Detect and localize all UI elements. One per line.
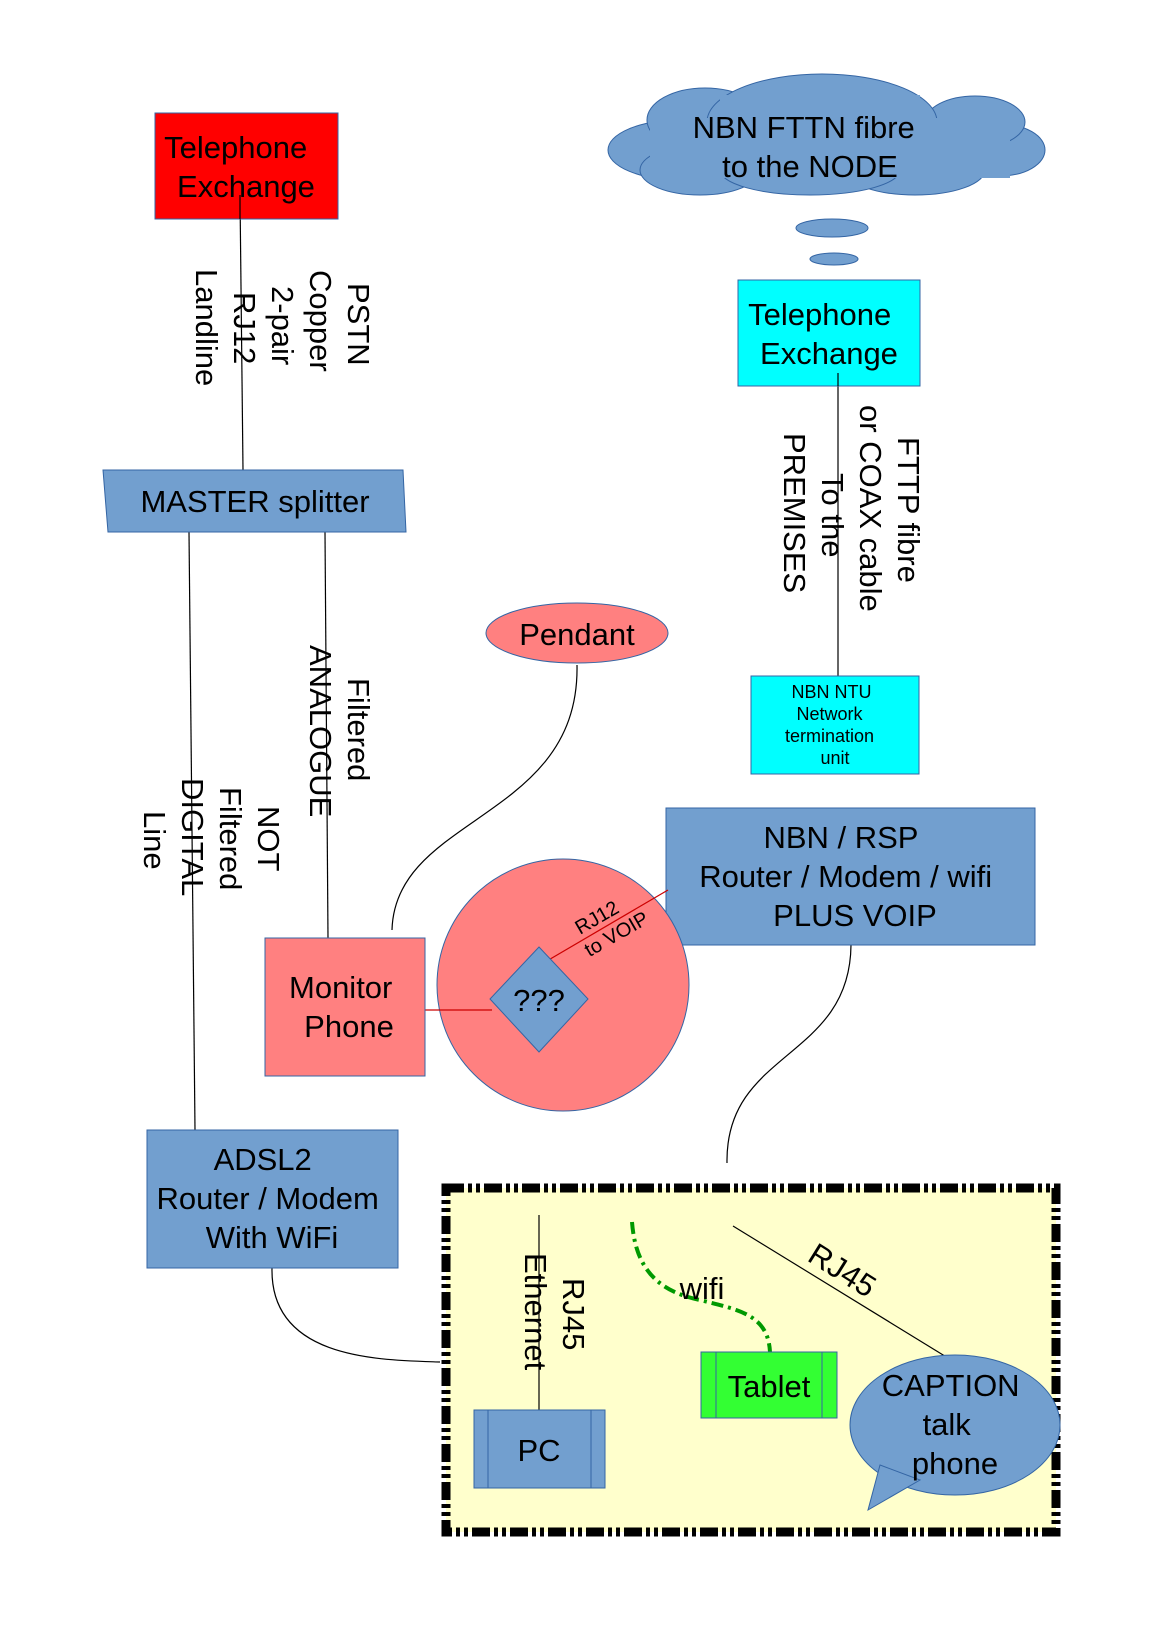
- monitor-phone-box: [264, 937, 426, 1077]
- not-filtered-line1: NOT: [251, 806, 286, 872]
- router-home-curve: [726, 944, 852, 1164]
- rsp-line2: Router / Modem / wifi: [699, 859, 992, 894]
- caption-line2: talk: [923, 1407, 972, 1442]
- svg-text:NOT Filtered DIGIT: NOT Filtered DIGITAL Line: [137, 778, 286, 904]
- monitor-line1: Monitor: [289, 970, 392, 1005]
- rsp-line1: NBN / RSP: [763, 820, 917, 855]
- pstn-line4: RJ12: [227, 292, 262, 364]
- fttp-line3: To the: [815, 473, 850, 557]
- filtered-analogue-line: [324, 531, 329, 939]
- nbn-ntu-label: NBN NTU Network termination unit: [785, 682, 879, 768]
- nbn-cloud-label: NBN FTTN fibre to the NODE: [693, 110, 924, 184]
- filtered-line1: Filtered: [341, 678, 376, 781]
- telephone-exchange-red-box: [154, 112, 339, 220]
- caption-phone-shape: [849, 1354, 1061, 1512]
- telephone-exchange-cyan-label: Telephone Exchange: [748, 297, 900, 371]
- exchange-cyan-line2: Exchange: [760, 336, 898, 371]
- svg-text:Filtered ANALOGUE: Filtered ANALOGUE: [303, 645, 376, 817]
- nbn-rsp-router-label: NBN / RSP Router / Modem / wifi PLUS VOI…: [699, 820, 1001, 933]
- svg-text:PSTN Copper 2-pair: PSTN Copper 2-pair RJ12 Landline: [189, 269, 376, 386]
- not-filtered-line4: Line: [137, 811, 172, 870]
- svg-text:RJ45 Ethernet: RJ45 Ethernet: [518, 1253, 591, 1371]
- pendant-label: Pendant: [519, 617, 635, 652]
- cloud-bubble-large: [795, 218, 869, 238]
- unknown-device-diamond: [489, 946, 589, 1053]
- adsl-line3: With WiFi: [206, 1220, 339, 1255]
- adsl2-router-box: [146, 1129, 399, 1269]
- not-filtered-line2: Filtered: [213, 787, 248, 890]
- tablet-box: [700, 1351, 838, 1419]
- ntu-line3: termination: [785, 726, 874, 746]
- fttp-line2: or COAX cable: [853, 405, 888, 612]
- rj45-caption-line: [732, 1225, 949, 1359]
- tablet-label: Tablet: [728, 1369, 811, 1404]
- rj45-eth-line1: RJ45: [556, 1278, 591, 1350]
- monitor-line2: Phone: [304, 1009, 394, 1044]
- nbn-rsp-router-box: [665, 807, 1036, 946]
- rj45-ethernet-label: RJ45 Ethernet: [518, 1253, 591, 1371]
- wifi-link: [630, 1221, 772, 1353]
- filtered-line2: ANALOGUE: [303, 645, 338, 817]
- ntu-line4: unit: [820, 748, 849, 768]
- exchange-cyan-line1: Telephone: [748, 297, 891, 332]
- adsl-line1: ADSL2: [214, 1142, 312, 1177]
- fttp-line1: FTTP fibre: [891, 437, 926, 583]
- not-filtered-line3: DIGITAL: [175, 778, 210, 896]
- telephone-exchange-red-label: Telephone Exchange: [164, 130, 316, 204]
- nbn-cloud-line2: to the NODE: [722, 149, 898, 184]
- pstn-connection-label: PSTN Copper 2-pair RJ12 Landline: [189, 269, 376, 386]
- connection-lines: [188, 194, 852, 1363]
- not-filtered-digital-line: [188, 531, 196, 1131]
- fttp-connection-label: FTTP fibre or COAX cable To the PREMISES: [777, 405, 926, 620]
- master-splitter-label: MASTER splitter: [140, 484, 369, 519]
- monitor-phone-label: Monitor Phone: [289, 970, 401, 1044]
- master-splitter-box: [102, 469, 407, 533]
- caption-phone-label: CAPTION talk phone: [882, 1368, 1028, 1481]
- cloud-bubble-medium: [809, 252, 859, 266]
- pstn-line3: 2-pair: [265, 286, 300, 365]
- pendant-link-curve: [391, 664, 578, 931]
- adsl2-router-label: ADSL2 Router / Modem With WiFi: [157, 1142, 388, 1255]
- not-filtered-connection-label: NOT Filtered DIGITAL Line: [137, 778, 286, 904]
- nbn-cloud-line1: NBN FTTN fibre: [693, 110, 915, 145]
- pc-box: [473, 1409, 606, 1489]
- adsl-home-curve: [271, 1267, 441, 1363]
- caption-line1: CAPTION: [882, 1368, 1020, 1403]
- rsp-line3: PLUS VOIP: [773, 898, 937, 933]
- nbn-ntu-box: [750, 675, 920, 775]
- exchange-red-line1: Telephone: [164, 130, 307, 165]
- pstn-line2: Copper: [303, 270, 338, 372]
- rj45-eth-line2: Ethernet: [518, 1253, 553, 1371]
- unknown-to-router-wire: [539, 889, 669, 966]
- pendant-ellipse: [485, 602, 669, 664]
- fttp-line4: PREMISES: [777, 433, 812, 593]
- filtered-connection-label: Filtered ANALOGUE: [303, 645, 376, 817]
- svg-text:FTTP fibre or COAX cable: FTTP fibre or COAX cable To the PREMISES: [777, 405, 926, 620]
- pstn-line: [239, 194, 244, 471]
- adsl-line2: Router / Modem: [157, 1181, 379, 1216]
- pc-label: PC: [517, 1433, 560, 1468]
- ntu-line1: NBN NTU: [791, 682, 871, 702]
- exchange-red-line2: Exchange: [177, 169, 315, 204]
- pstn-line1: PSTN: [341, 283, 376, 366]
- caption-line3: phone: [912, 1446, 998, 1481]
- telephone-exchange-cyan-box: [737, 279, 921, 387]
- wifi-label: wifi: [679, 1271, 725, 1306]
- ntu-line2: Network: [796, 704, 863, 724]
- unknown-device-label: ???: [513, 983, 565, 1018]
- pstn-line5: Landline: [189, 269, 224, 386]
